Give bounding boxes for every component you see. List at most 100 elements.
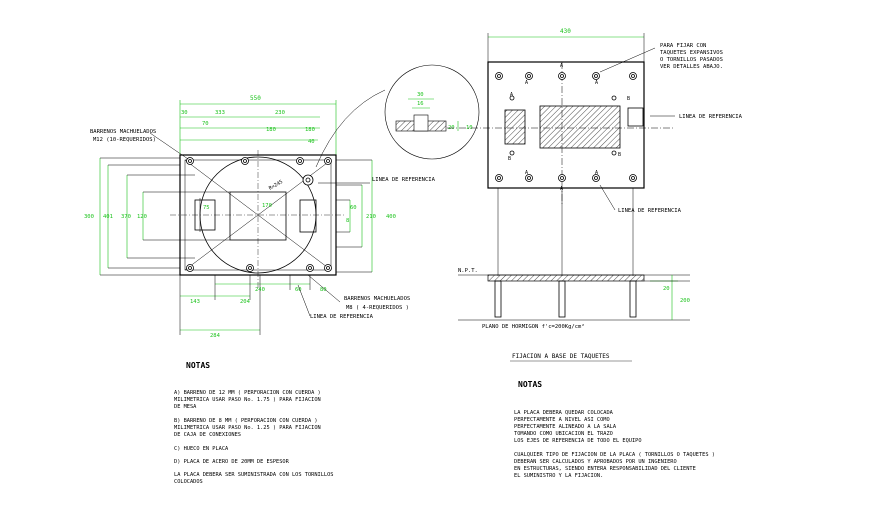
right-dim-430: 430 bbox=[560, 28, 571, 35]
notas-left-line-2: MILIMETRICA USAR PASO No. 1.75 ) PARA FI… bbox=[174, 397, 321, 403]
right-label-a-1: A bbox=[560, 63, 563, 69]
notas-right-line-3: PERFECTAMENTE ALINEADO A LA SALA bbox=[514, 424, 617, 430]
dim-550: 550 bbox=[250, 95, 261, 102]
notas-left-line-4: B) BARRENO DE 8 MM ( PERFORACION CON CUE… bbox=[174, 418, 318, 424]
label-npt: N.P.T. bbox=[458, 268, 478, 274]
label-barrenos-m8-count: M8 ( 4-REQUERIDOS ) bbox=[346, 305, 409, 311]
dim-60-bottom: 60 bbox=[295, 287, 302, 293]
elevation-dimension-lines bbox=[650, 275, 678, 320]
dim-210: 210 bbox=[366, 214, 376, 220]
notas-right-line-7: DEBERAN SER CALCULADOS Y APROBADOS POR U… bbox=[514, 459, 677, 465]
left-plan-extension-lines bbox=[100, 157, 372, 335]
right-plan-view: 430 A A A A A A A B B B PARA FIJAR CON T… bbox=[447, 28, 743, 214]
notas-right-line-8: EN ESTRUCTURAS, SIENDO ENTERA RESPONSABI… bbox=[514, 466, 696, 472]
right-label-a-5: A bbox=[525, 170, 528, 176]
right-label-a-7: A bbox=[595, 170, 598, 176]
label-barrenos-m8: BARRENOS MACHUELADOS bbox=[344, 296, 410, 302]
notas-right-line-2: PERFECTAMENTE A NIVEL ASI COMO bbox=[514, 417, 610, 423]
dim-370: 370 bbox=[121, 214, 131, 220]
notas-left-line-5: MILIMETRICA USAR PASO No. 1.25 ) PARA FI… bbox=[174, 425, 321, 431]
notas-right-line-6: CUALQUIER TIPO DE FIJACION DE LA PLACA (… bbox=[514, 452, 715, 458]
label-linea-referencia-2: LINEA DE REFERENCIA bbox=[310, 314, 374, 320]
right-small-rect bbox=[627, 107, 644, 127]
right-label-a-4: A bbox=[510, 92, 513, 98]
dim-401: 401 bbox=[103, 214, 113, 220]
right-plan-leaders bbox=[599, 47, 675, 211]
notas-left-line-10: COLOCADOS bbox=[174, 479, 203, 485]
dim-60-right: 60 bbox=[350, 205, 357, 211]
dim-300: 300 bbox=[84, 214, 94, 220]
right-plan-extension-lines bbox=[487, 33, 645, 62]
dim-230: 230 bbox=[275, 110, 285, 116]
dim-30: 30 bbox=[181, 110, 188, 116]
notas-left-title: NOTAS bbox=[186, 361, 210, 370]
left-plan-view: 550 30 333 230 70 180 180 40 300 401 370… bbox=[84, 95, 436, 339]
right-label-a-3: A bbox=[595, 80, 598, 86]
elevation-dim-20: 20 bbox=[663, 286, 670, 292]
dim-75: 75 bbox=[203, 205, 210, 211]
elevation-view: N.P.T. 20 200 PLANO DE HORMIGON f'c=200K… bbox=[458, 188, 690, 330]
dim-180-a: 180 bbox=[266, 127, 276, 133]
detail-leader bbox=[315, 89, 386, 168]
label-barrenos-m12-count: M12 (10-REQUERIDOS) bbox=[93, 137, 156, 143]
elevation-plate bbox=[487, 274, 645, 282]
right-label-b-2: B bbox=[508, 156, 511, 162]
right-label-linea-1: LINEA DE REFERENCIA bbox=[679, 114, 743, 120]
notas-left-line-7: C) HUECO EN PLACA bbox=[174, 446, 229, 452]
right-small-rect bbox=[299, 199, 317, 233]
dim-40: 40 bbox=[308, 139, 315, 145]
right-bolt-holes bbox=[495, 72, 637, 182]
dim-80: 80 bbox=[320, 287, 327, 293]
elevation-anchors bbox=[494, 280, 637, 318]
notas-left-line-6: DE CAJA DE CONEXIONES bbox=[174, 432, 241, 438]
left-plan-leaders bbox=[149, 132, 370, 317]
right-label-b-1: B bbox=[627, 96, 630, 102]
notas-right: NOTAS LA PLACA DEBERA QUEDAR COLOCADA PE… bbox=[514, 380, 715, 479]
notas-right-title: NOTAS bbox=[518, 380, 542, 389]
elevation-projection-lines bbox=[458, 188, 690, 276]
dim-70: 70 bbox=[202, 121, 209, 127]
right-label-a-2: A bbox=[525, 80, 528, 86]
note-taquetes: TAQUETES EXPANSIVOS bbox=[660, 50, 723, 56]
notas-right-line-5: LOS EJES DE REFERENCIA DE TODO EL EQUIPO bbox=[514, 438, 642, 444]
detail-dim-30: 30 bbox=[417, 92, 424, 98]
notas-left: NOTAS A) BARRENO DE 12 MM ( PERFORACION … bbox=[174, 361, 333, 485]
right-label-b-3: B bbox=[618, 152, 621, 158]
dim-143: 143 bbox=[190, 299, 200, 305]
notas-right-line-4: TOMANDO COMO UBICACION EL TRAZO bbox=[514, 431, 613, 437]
notas-right-line-1: LA PLACA DEBERA QUEDAR COLOCADA bbox=[514, 410, 614, 416]
dim-284: 284 bbox=[210, 333, 221, 339]
right-left-hatched-rect bbox=[504, 109, 526, 145]
notas-right-line-9: EL SUMINISTRO Y LA FIJACION. bbox=[514, 473, 603, 479]
right-center-hatched-rect bbox=[539, 105, 621, 149]
note-tornillos: O TORNILLOS PASADOS bbox=[660, 57, 723, 63]
dim-radius: R=245 bbox=[268, 179, 284, 192]
dim-8: 8 bbox=[346, 218, 349, 224]
right-label-linea-2: LINEA DE REFERENCIA bbox=[618, 208, 682, 214]
right-label-a-6: A bbox=[560, 186, 563, 192]
label-barrenos-m12: BARRENOS MACHUELADOS bbox=[90, 129, 156, 135]
note-ver-detalles: VER DETALLES ABAJO. bbox=[660, 64, 723, 70]
detail-circle bbox=[384, 64, 480, 160]
notas-left-line-1: A) BARRENO DE 12 MM ( PERFORACION CON CU… bbox=[174, 390, 321, 396]
label-linea-referencia-1: LINEA DE REFERENCIA bbox=[372, 177, 436, 183]
elevation-dim-200: 200 bbox=[680, 298, 690, 304]
detail-dim-10: 10 bbox=[466, 125, 473, 131]
detail-bolt-hole bbox=[413, 114, 429, 132]
bolt-detail: 30 16 20 10 bbox=[315, 64, 480, 168]
dim-400: 400 bbox=[386, 214, 396, 220]
dim-120: 120 bbox=[137, 214, 147, 220]
notas-left-line-8: D) PLACA DE ACERO DE 20MM DE ESPESOR bbox=[174, 459, 290, 465]
dim-170: 170 bbox=[262, 203, 272, 209]
detail-dim-16: 16 bbox=[417, 101, 424, 107]
note-para-fijar: PARA FIJAR CON bbox=[660, 43, 706, 49]
dim-204: 204 bbox=[240, 299, 251, 305]
label-plano-hormigon: PLANO DE HORMIGON f'c=200Kg/cm² bbox=[482, 323, 585, 330]
dim-240: 240 bbox=[255, 287, 265, 293]
dim-333: 333 bbox=[215, 110, 225, 116]
notas-left-line-3: DE MESA bbox=[174, 404, 197, 410]
detail-dimension-lines bbox=[408, 98, 459, 131]
dim-180-b: 180 bbox=[305, 127, 315, 133]
bolt-holes-m12 bbox=[186, 157, 332, 272]
